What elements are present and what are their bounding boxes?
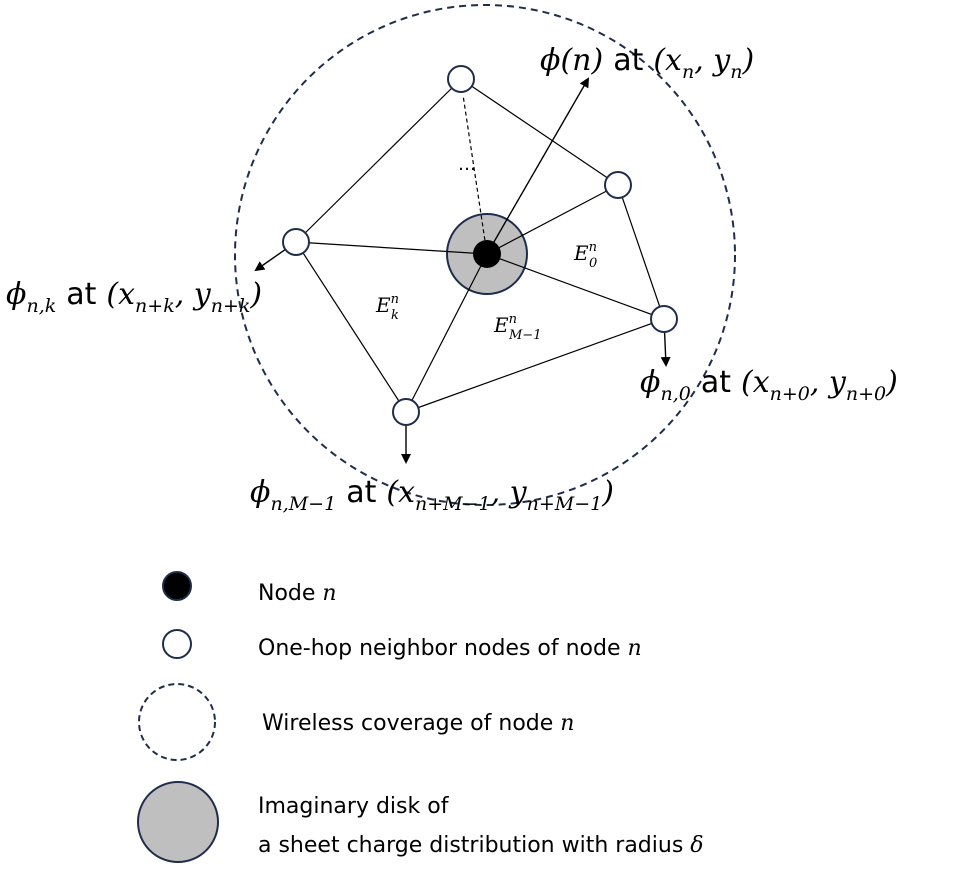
legend-coverage-icon — [138, 683, 216, 761]
neighbor-nodes — [282, 65, 678, 426]
neighbor-node-0 — [650, 305, 678, 333]
neighbor-node-M-1 — [392, 398, 420, 426]
neighbor-edges — [295, 78, 665, 413]
neighbor-node-k — [282, 228, 310, 256]
neighbor-node-right — [604, 171, 632, 199]
center-node — [473, 240, 501, 268]
legend: Node n One-hop neighbor nodes of node n … — [137, 571, 704, 863]
legend-item-node: Node n — [258, 581, 337, 606]
legend-center-node-icon — [162, 571, 192, 601]
legend-charge-disk-icon — [137, 781, 219, 863]
coverage-circle — [234, 4, 736, 506]
legend-neighbor-node-icon — [162, 629, 192, 659]
legend-item-neighbor: One-hop neighbor nodes of node n — [258, 636, 642, 661]
ellipsis-label: … — [458, 154, 476, 175]
legend-item-coverage: Wireless coverage of node n — [262, 711, 574, 736]
label-phi-n: ϕ(n)at(xn, yn) — [540, 43, 754, 83]
arrow-phi-n — [486, 77, 589, 255]
neighbor-node-top — [447, 65, 475, 93]
legend-item-disk-line1: Imaginary disk of — [258, 794, 450, 819]
legend-item-disk-line2: a sheet charge distribution with radius … — [258, 833, 704, 858]
spoke-edges — [295, 94, 665, 413]
